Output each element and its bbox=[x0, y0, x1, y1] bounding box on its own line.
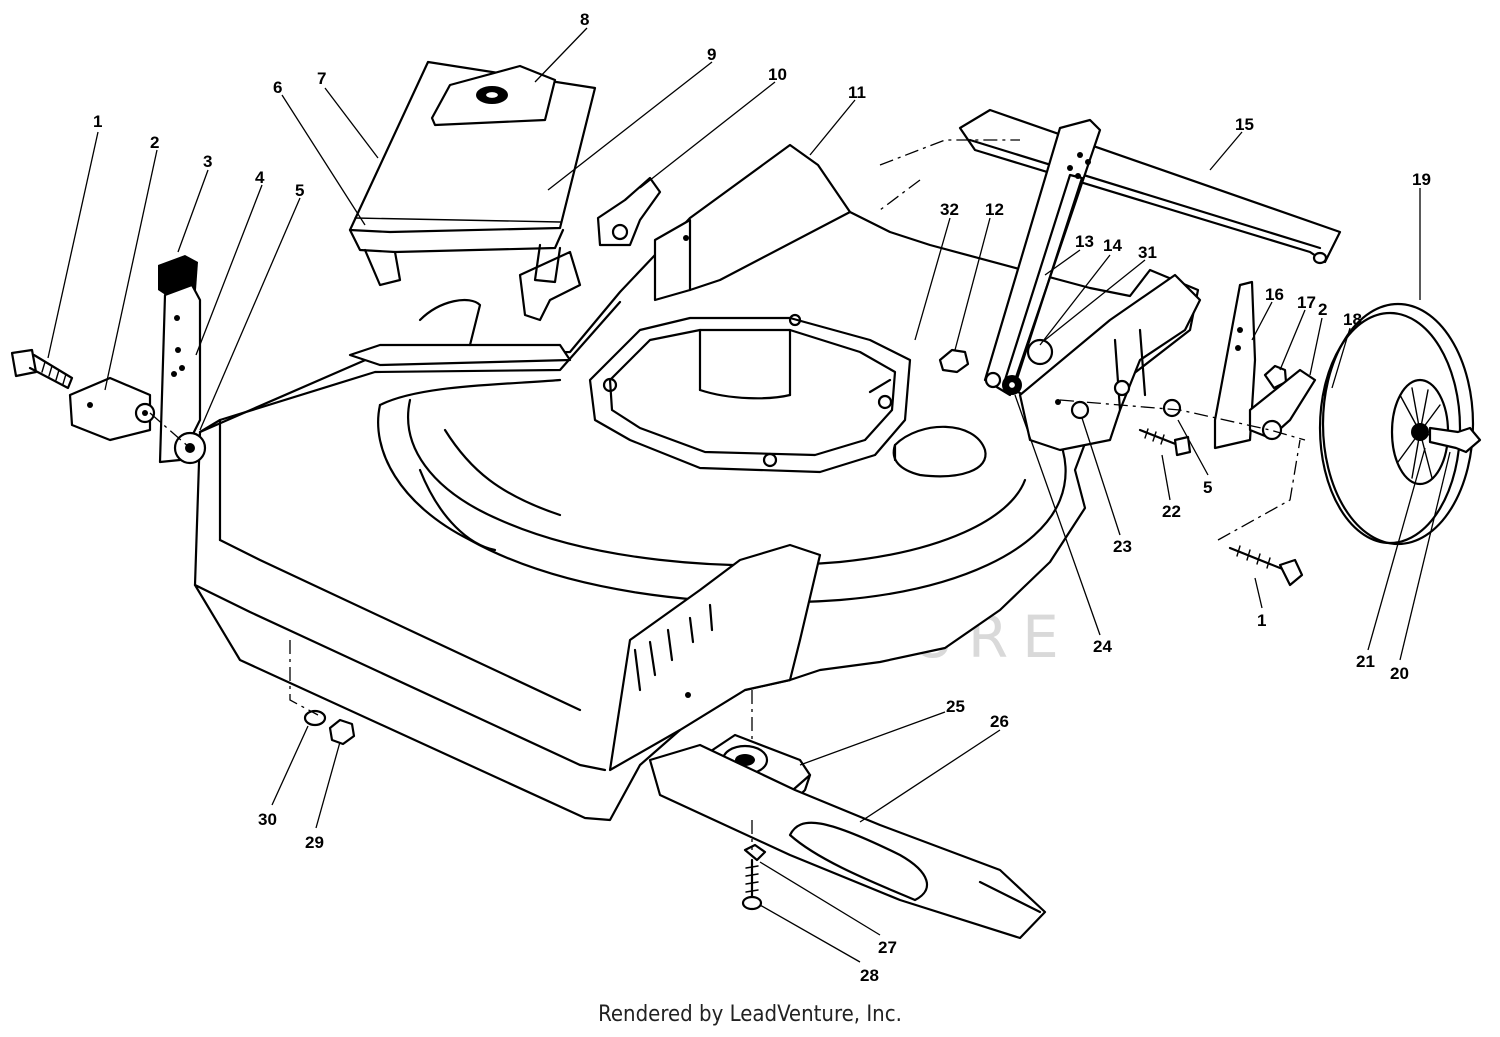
callout-2: 2 bbox=[150, 133, 159, 152]
callout-17: 17 bbox=[1297, 293, 1316, 312]
callout-7: 7 bbox=[317, 69, 326, 88]
rear-wheel bbox=[1318, 302, 1482, 546]
callout-11: 11 bbox=[848, 83, 866, 102]
callout-25: 25 bbox=[946, 697, 965, 716]
callout-1: 1 bbox=[93, 112, 102, 131]
washer-30-nut-29 bbox=[303, 709, 356, 746]
callout-15: 15 bbox=[1235, 115, 1254, 134]
callout-27: 27 bbox=[878, 938, 897, 957]
callout-6: 6 bbox=[273, 78, 282, 97]
callout-14: 14 bbox=[1103, 236, 1122, 255]
callout-31: 31 bbox=[1138, 243, 1157, 262]
height-lever-13 bbox=[983, 118, 1102, 397]
callout-23: 23 bbox=[1113, 537, 1132, 556]
assembly-lines bbox=[149, 139, 1306, 850]
bolt-1-right bbox=[1228, 545, 1304, 587]
deck-front-ribs bbox=[608, 543, 822, 772]
callout-16: 16 bbox=[1265, 285, 1284, 304]
callout-32: 32 bbox=[940, 200, 959, 219]
callout-20: 20 bbox=[1390, 664, 1409, 683]
mower-blade bbox=[648, 743, 1047, 940]
callout-21: 21 bbox=[1356, 652, 1375, 671]
right-side-plate bbox=[1018, 273, 1202, 452]
callout-4: 4 bbox=[255, 168, 265, 187]
callout-18: 18 bbox=[1343, 310, 1362, 329]
bolt-22 bbox=[1138, 428, 1192, 457]
discharge-flap bbox=[348, 60, 597, 287]
callout-30: 30 bbox=[258, 810, 277, 829]
rear-bracket-10 bbox=[596, 176, 662, 247]
callout-13: 13 bbox=[1075, 232, 1094, 251]
callout-24: 24 bbox=[1093, 637, 1112, 656]
callout-29: 29 bbox=[305, 833, 324, 852]
callout-3: 3 bbox=[203, 152, 212, 171]
callout-26: 26 bbox=[990, 712, 1009, 731]
rear-cross-bar bbox=[958, 108, 1342, 265]
footer-credit: Rendered by LeadVenture, Inc. bbox=[598, 1002, 902, 1027]
callout-5-right: 5 bbox=[1203, 478, 1212, 497]
callout-1-right: 1 bbox=[1257, 611, 1266, 630]
right-adjuster-16-17 bbox=[1162, 280, 1338, 450]
left-height-adjuster bbox=[10, 255, 207, 465]
leader-lines bbox=[47, 27, 1451, 963]
callout-labels: 1 2 3 4 5 6 7 8 9 10 11 32 12 13 14 31 1… bbox=[93, 10, 1431, 985]
nut-12-and-spacer-14 bbox=[938, 338, 1054, 395]
callout-28: 28 bbox=[860, 966, 879, 985]
mower-deck bbox=[193, 143, 1200, 822]
callout-9: 9 bbox=[707, 45, 716, 64]
callout-22: 22 bbox=[1162, 502, 1181, 521]
callout-2-right: 2 bbox=[1318, 300, 1327, 319]
callout-12: 12 bbox=[985, 200, 1004, 219]
callout-19: 19 bbox=[1412, 170, 1431, 189]
callout-10: 10 bbox=[768, 65, 787, 84]
callout-8: 8 bbox=[580, 10, 589, 29]
callout-5: 5 bbox=[295, 181, 304, 200]
